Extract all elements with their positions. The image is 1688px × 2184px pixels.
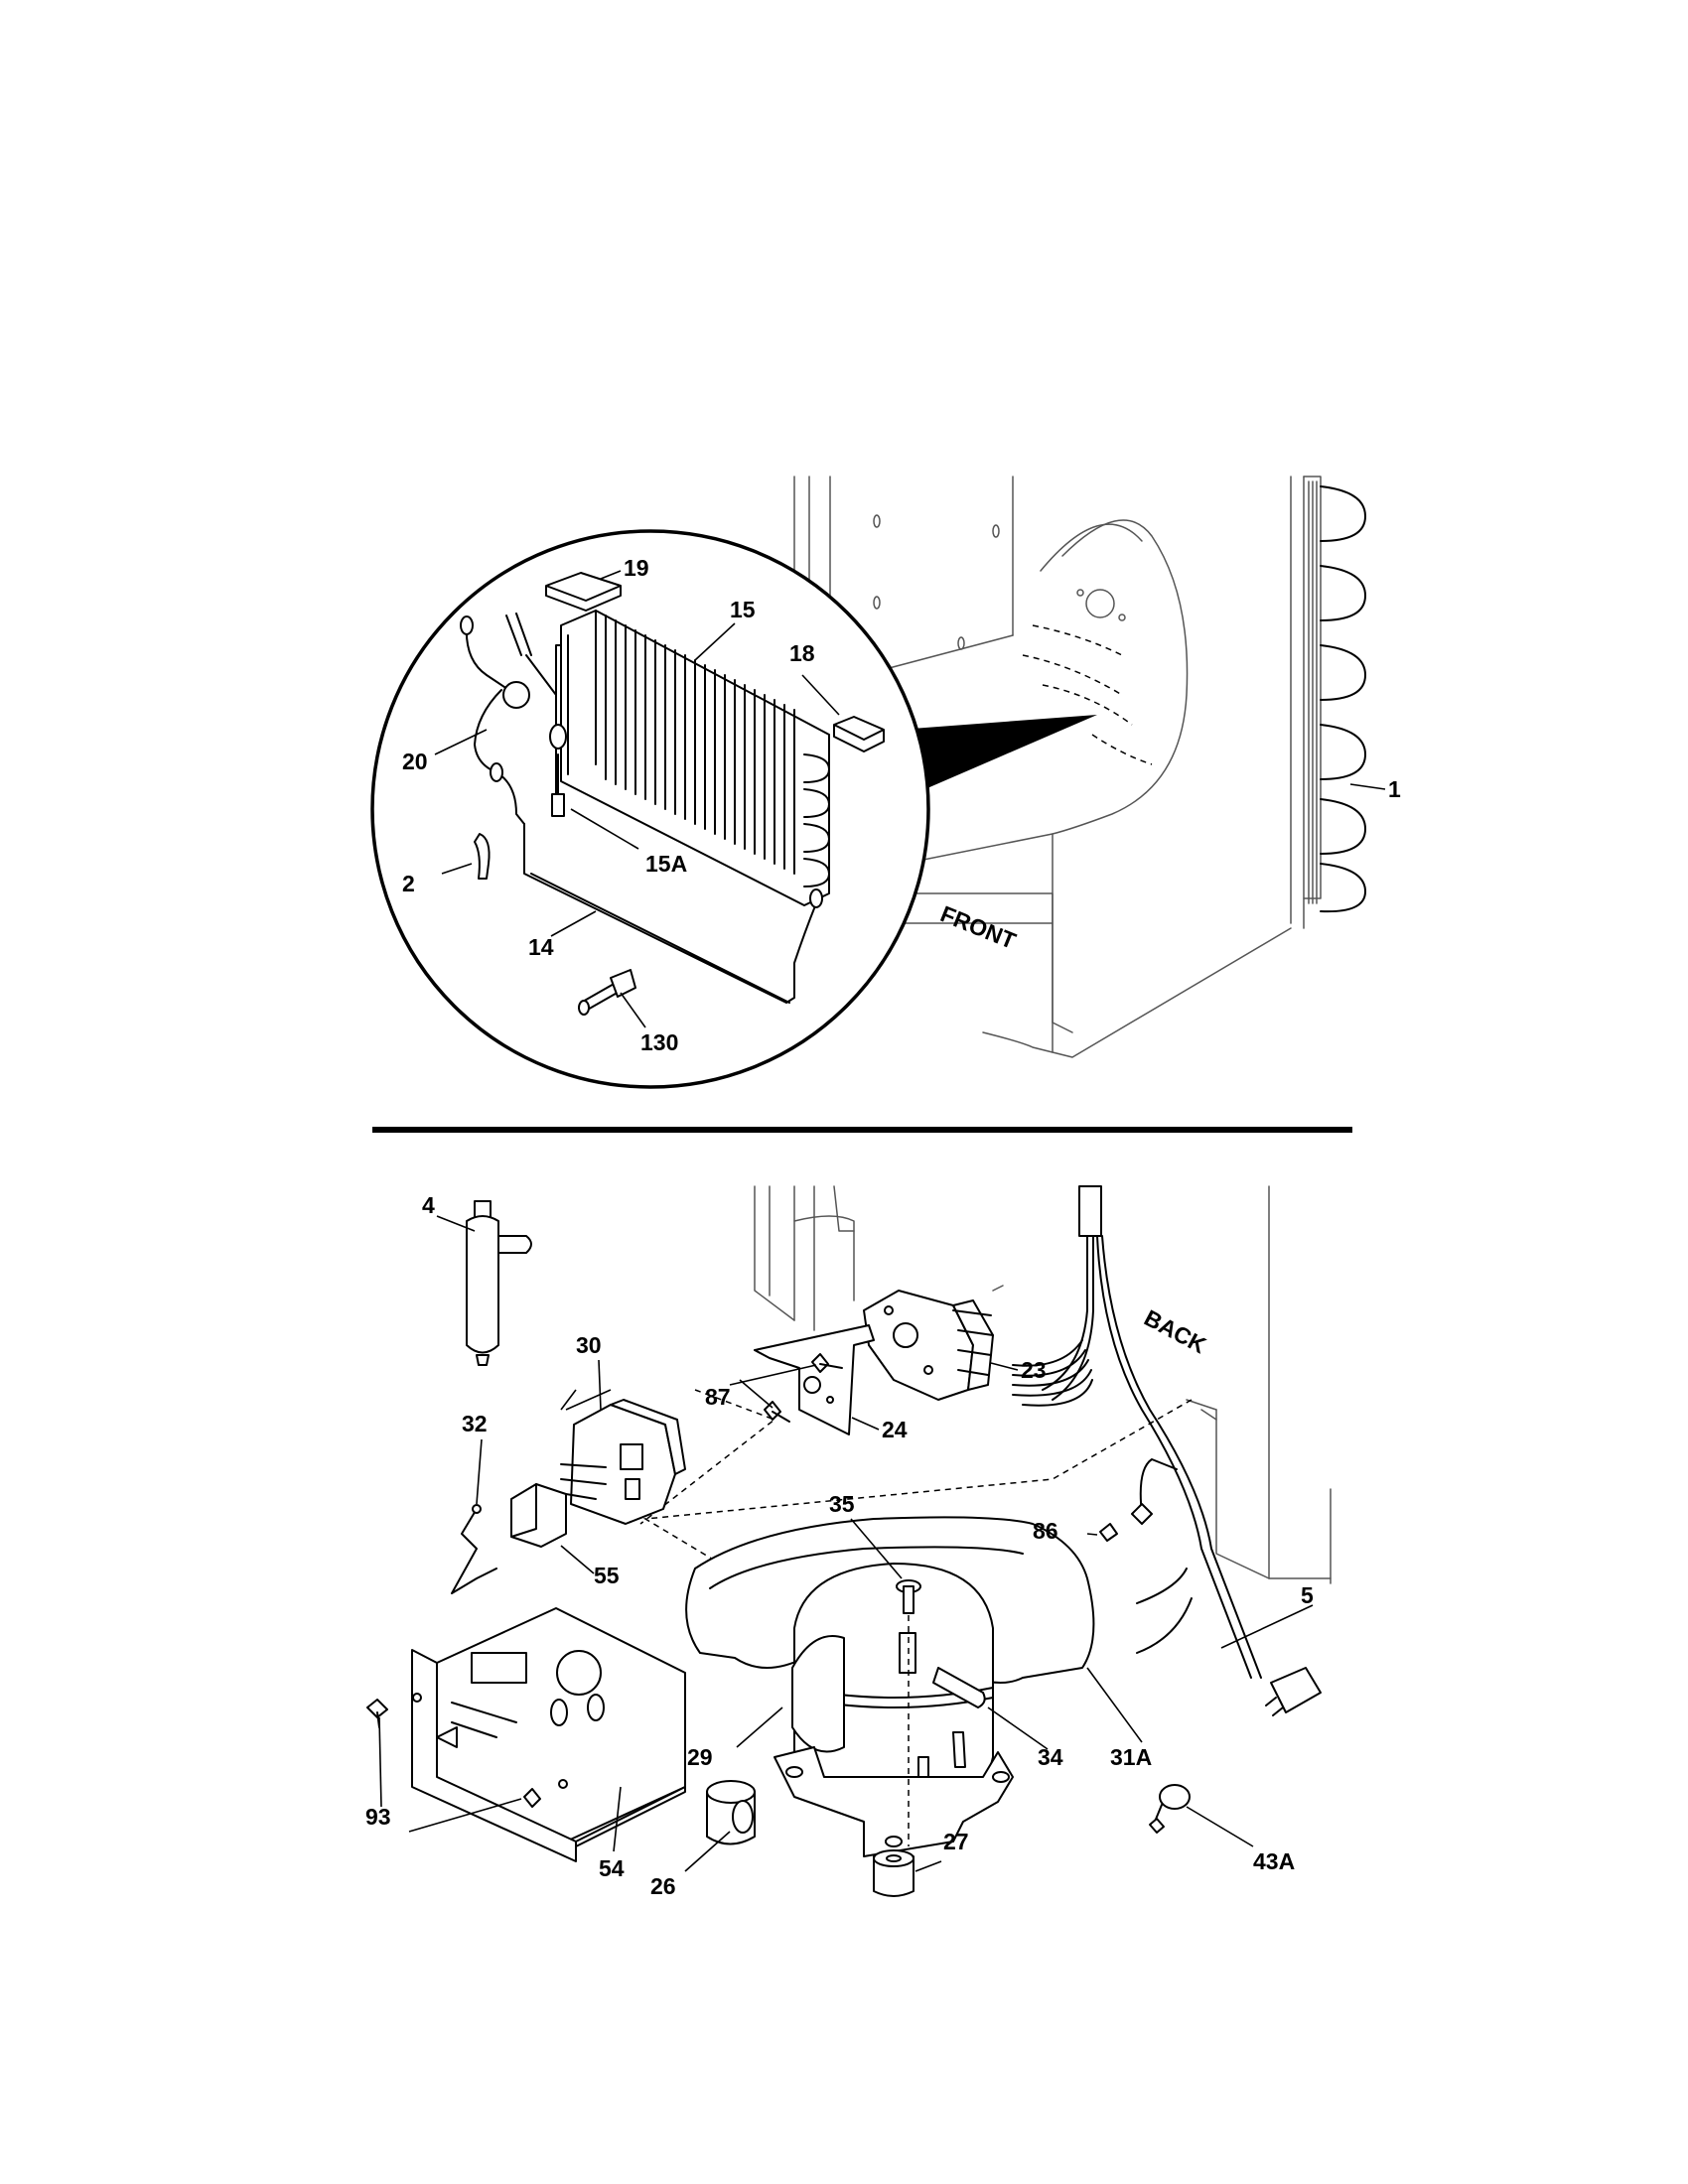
label-130: 130 (640, 1029, 678, 1055)
defrost-heater-wire (523, 823, 817, 1004)
label-4: 4 (422, 1192, 435, 1218)
label-86: 86 (1033, 1518, 1058, 1544)
label-29: 29 (687, 1744, 713, 1770)
compressor (774, 1563, 1014, 1857)
label-30: 30 (576, 1332, 602, 1358)
machine-compartment-outline (639, 1185, 1332, 1609)
label-43a: 43A (1253, 1848, 1295, 1874)
label-1: 1 (1388, 776, 1401, 802)
drain-fitting-130 (578, 969, 636, 1016)
back-label: BACK (1140, 1304, 1210, 1358)
label-34: 34 (1038, 1744, 1063, 1770)
filter-drier (466, 1200, 532, 1366)
label-24: 24 (882, 1417, 908, 1442)
grommet-26 (706, 1780, 756, 1845)
label-26: 26 (650, 1873, 676, 1899)
defrost-thermostat (460, 613, 557, 825)
ground-wire (1099, 1458, 1178, 1542)
lead-wire-32 (451, 1508, 497, 1594)
label-93: 93 (365, 1804, 391, 1830)
label-23: 23 (1021, 1357, 1047, 1383)
label-55: 55 (594, 1563, 620, 1588)
detail-pointer (899, 715, 1097, 794)
overload-protector (510, 1483, 567, 1548)
label-18: 18 (789, 640, 815, 666)
label-15: 15 (730, 597, 756, 622)
condenser-coil (1303, 476, 1366, 913)
evaporator-pad-19 (545, 572, 622, 612)
front-label: FRONT (937, 900, 1020, 954)
clip-2 (474, 833, 491, 880)
label-54: 54 (599, 1855, 625, 1881)
label-32: 32 (462, 1411, 488, 1436)
mounting-bolt-35 (896, 1579, 921, 1614)
label-27: 27 (943, 1829, 969, 1854)
wiring-harness (1012, 1185, 1262, 1679)
label-87: 87 (705, 1384, 731, 1410)
label-5: 5 (1301, 1582, 1314, 1608)
grommet-27 (873, 1849, 914, 1897)
timer-bracket (754, 1324, 875, 1435)
defrost-timer (863, 1290, 994, 1401)
label-31a: 31A (1110, 1744, 1152, 1770)
top-leader-lines (434, 570, 1386, 1028)
power-cord (1136, 1568, 1322, 1716)
bottom-leader-lines (378, 1215, 1314, 1872)
evaporator (555, 610, 830, 906)
label-15a: 15A (645, 851, 687, 877)
electronic-control (411, 1607, 686, 1862)
label-19: 19 (624, 555, 649, 581)
label-20: 20 (402, 749, 428, 774)
lead-wire-end (472, 1504, 482, 1514)
label-2: 2 (402, 871, 415, 896)
evaporator-pad-18 (833, 716, 885, 752)
screws-93 (366, 1699, 541, 1808)
screws-87 (764, 1353, 843, 1423)
label-14: 14 (528, 934, 554, 960)
cord-clamp-43a (1149, 1784, 1191, 1834)
label-35: 35 (829, 1491, 855, 1517)
compressor-relay (560, 1399, 686, 1525)
defrost-heater-terminal (549, 724, 567, 817)
